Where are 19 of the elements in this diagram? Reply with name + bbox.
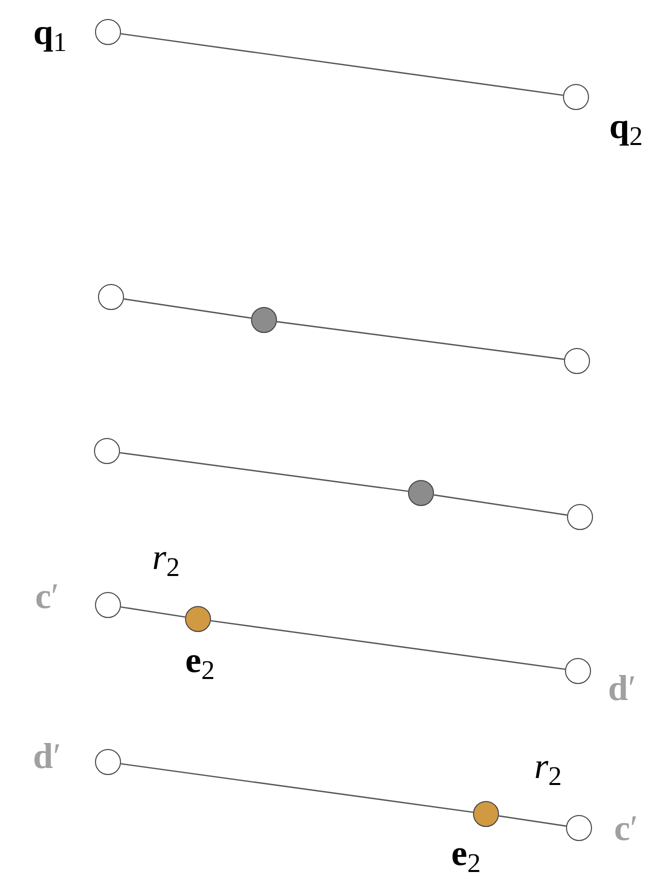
variable-label: r$_{2}$ <box>534 748 562 784</box>
line-segment <box>124 298 252 319</box>
point-label: c′ <box>614 810 638 846</box>
point-label: c′ <box>35 578 59 614</box>
point-label: d′ <box>608 670 636 706</box>
variable-label: r$_{2}$ <box>152 539 180 575</box>
line-segment <box>276 321 564 360</box>
line-segment <box>120 606 186 618</box>
point-label: e$_{2}$ <box>185 642 215 678</box>
point-label: q$_{1}$ <box>33 14 67 50</box>
line-segment <box>120 33 564 96</box>
line-segment <box>498 815 566 827</box>
line-segment <box>120 452 408 492</box>
line-segment <box>120 763 474 813</box>
point-label: d′ <box>33 738 61 774</box>
point-label: q$_{2}$ <box>609 108 643 144</box>
point-label: e$_{2}$ <box>451 835 481 871</box>
line-segment <box>434 494 568 516</box>
line-segment <box>210 620 566 670</box>
